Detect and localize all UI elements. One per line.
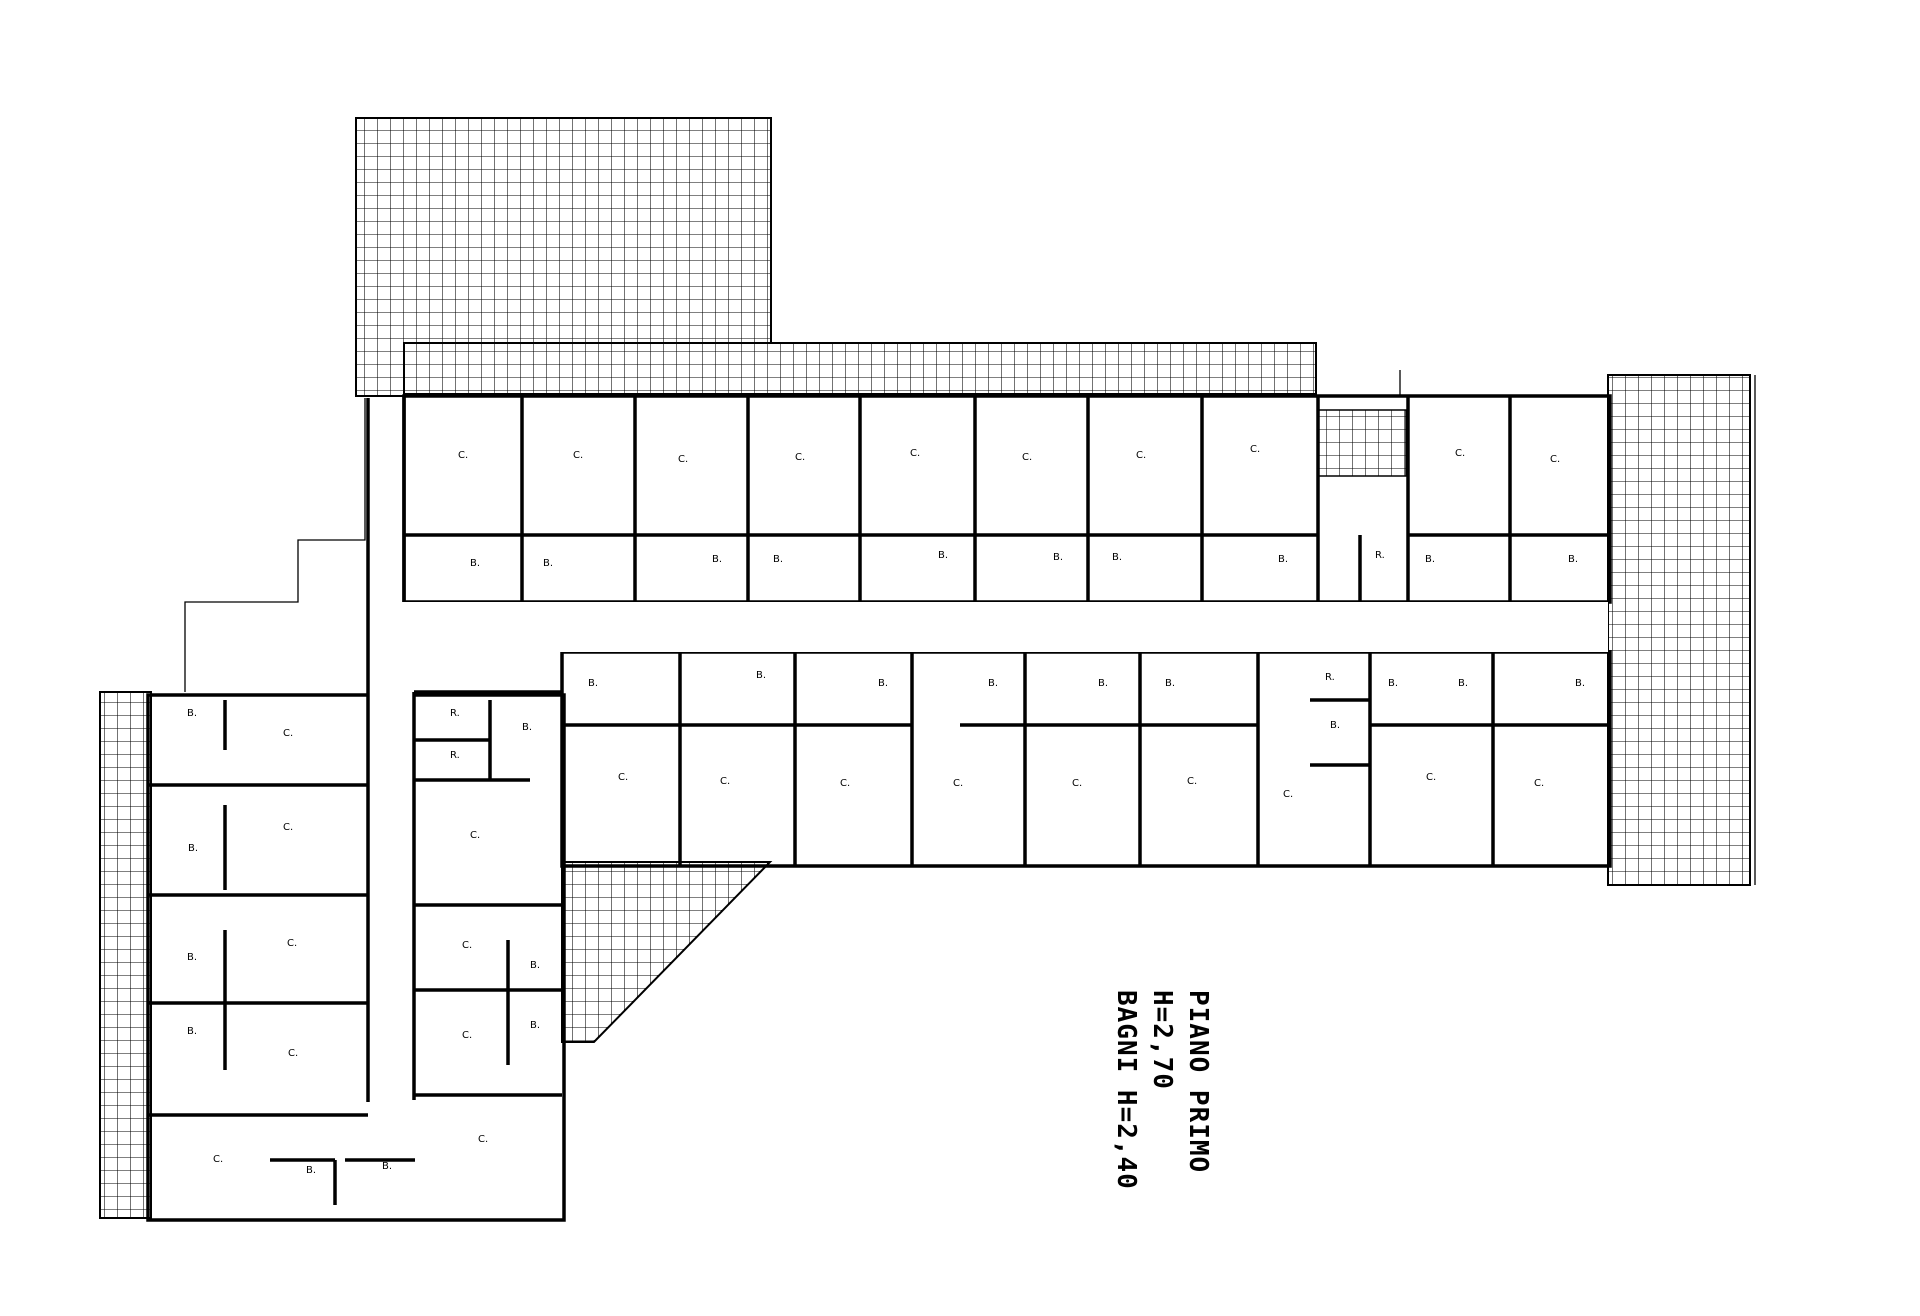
bath-label: B.: [1053, 552, 1063, 563]
bath-label: B.: [1098, 678, 1108, 689]
bath-label: B.: [712, 554, 722, 565]
bath-label: B.: [530, 1020, 540, 1031]
bath-label: B.: [938, 550, 948, 561]
south-terrace: [561, 861, 773, 1043]
bath-label: B.: [1575, 678, 1585, 689]
room-label: C.: [910, 448, 920, 459]
bath-label: B.: [1388, 678, 1398, 689]
bath-label: B.: [1425, 554, 1435, 565]
west-terrace: [99, 691, 152, 1219]
floor-annotation: PIANO PRIMO H=2,70 BAGNI H=2,40: [1111, 990, 1213, 1190]
room-label: C.: [462, 1030, 472, 1041]
room-label: C.: [283, 728, 293, 739]
room-label: C.: [1550, 454, 1560, 465]
bath-label: B.: [188, 843, 198, 854]
bath-label: B.: [1165, 678, 1175, 689]
bath-label: B.: [878, 678, 888, 689]
room-label: C.: [1250, 444, 1260, 455]
storage-label: R.: [450, 708, 460, 719]
room-label: C.: [1136, 450, 1146, 461]
height-label: H=2,70: [1147, 990, 1177, 1090]
bath-label: B.: [1568, 554, 1578, 565]
bath-label: B.: [773, 554, 783, 565]
room-label: C.: [678, 454, 688, 465]
room-label: C.: [470, 830, 480, 841]
storage-label: R.: [1375, 550, 1385, 561]
room-label: C.: [213, 1154, 223, 1165]
stair-treads: [1317, 409, 1407, 477]
terraces: [99, 117, 1751, 1219]
building-walls: [146, 394, 1612, 1222]
bath-height-label: BAGNI H=2,40: [1111, 990, 1141, 1190]
bath-label: B.: [588, 678, 598, 689]
room-label: C.: [1022, 452, 1032, 463]
bath-label: B.: [522, 722, 532, 733]
room-labels: C. C. C. C. C. C. C. C. C. C. B. B. B. B…: [187, 444, 1585, 1176]
bath-label: B.: [988, 678, 998, 689]
bath-label: B.: [1112, 552, 1122, 563]
room-label: C.: [288, 1048, 298, 1059]
bath-label: B.: [187, 708, 197, 719]
room-label: C.: [458, 450, 468, 461]
bath-label: B.: [543, 558, 553, 569]
room-label: C.: [1187, 776, 1197, 787]
room-label: C.: [953, 778, 963, 789]
floor-label: PIANO PRIMO: [1183, 990, 1213, 1173]
room-label: C.: [840, 778, 850, 789]
bath-label: B.: [306, 1165, 316, 1176]
room-label: C.: [1283, 789, 1293, 800]
bath-label: B.: [1458, 678, 1468, 689]
bath-label: B.: [470, 558, 480, 569]
bath-label: B.: [187, 952, 197, 963]
site-outline: [184, 398, 366, 692]
bath-label: B.: [530, 960, 540, 971]
bath-label: B.: [1278, 554, 1288, 565]
room-label: C.: [478, 1134, 488, 1145]
room-label: C.: [462, 940, 472, 951]
room-label: C.: [1455, 448, 1465, 459]
bath-label: B.: [382, 1161, 392, 1172]
north-balcony: [403, 342, 1317, 395]
room-label: C.: [573, 450, 583, 461]
bath-label: B.: [756, 670, 766, 681]
room-label: C.: [618, 772, 628, 783]
room-label: C.: [720, 776, 730, 787]
room-label: C.: [1534, 778, 1544, 789]
room-label: C.: [1426, 772, 1436, 783]
room-label: C.: [287, 938, 297, 949]
bath-label: B.: [187, 1026, 197, 1037]
bath-label: B.: [1330, 720, 1340, 731]
storage-label: R.: [1325, 672, 1335, 683]
east-terrace: [1607, 374, 1751, 886]
room-label: C.: [1072, 778, 1082, 789]
storage-label: R.: [450, 750, 460, 761]
room-label: C.: [795, 452, 805, 463]
room-label: C.: [283, 822, 293, 833]
